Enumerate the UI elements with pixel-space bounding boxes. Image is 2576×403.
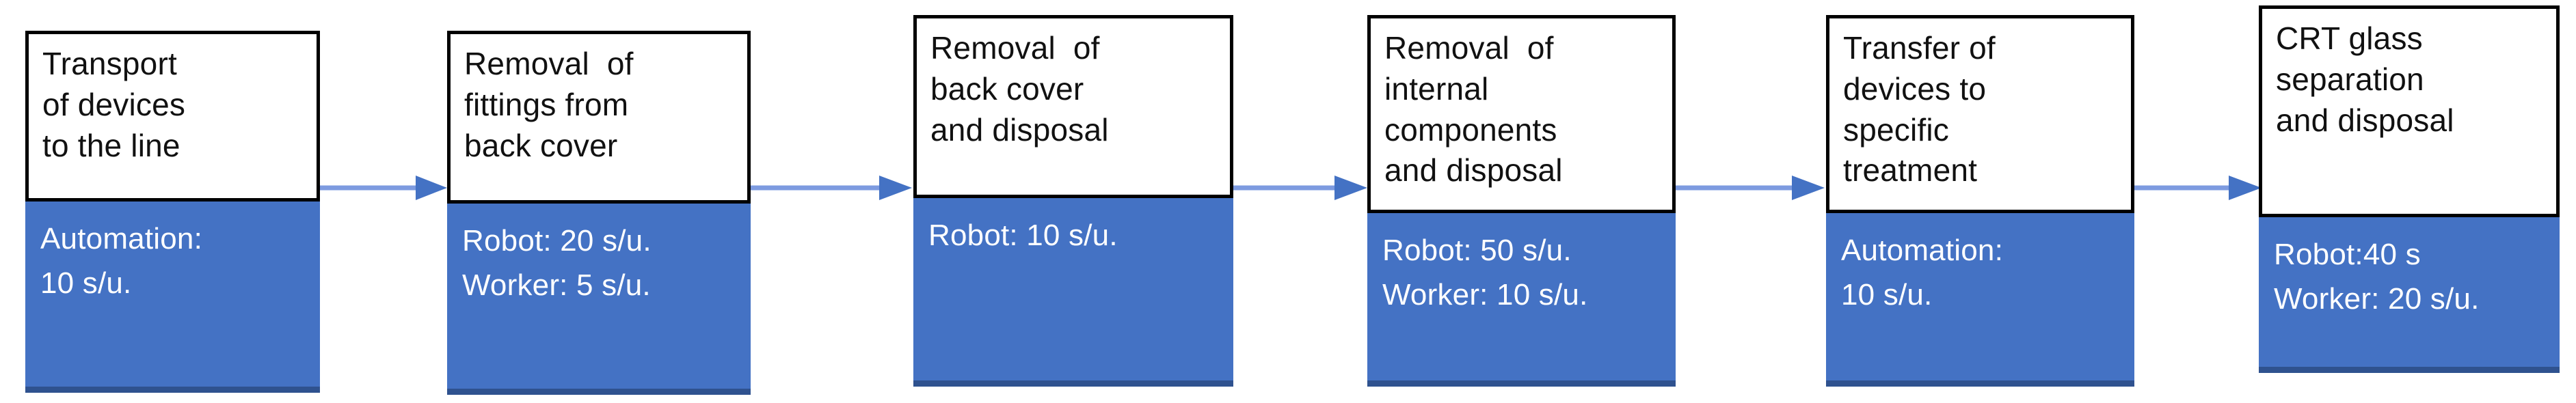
task-line: and disposal [930, 111, 1109, 148]
process-step-5-resources: Automation: 10 s/u. [1826, 213, 2134, 387]
process-step-3-task: Removal of back cover and disposal [913, 15, 1233, 198]
process-step-1[interactable]: Transport of devices to the line Automat… [25, 31, 320, 393]
task-line: components [1384, 111, 1557, 148]
process-step-1-resources: Automation: 10 s/u. [25, 202, 320, 393]
resource-line: Robot:40 s [2274, 238, 2421, 271]
resource-line: Automation: [40, 222, 203, 255]
process-step-2-resources: Robot: 20 s/u. Worker: 5 s/u. [447, 204, 751, 395]
process-step-1-task: Transport of devices to the line [25, 31, 320, 202]
process-step-2[interactable]: Removal of fittings from back cover Robo… [447, 31, 751, 395]
task-line: internal [1384, 70, 1489, 107]
resource-line: Robot: 50 s/u. [1382, 234, 1572, 267]
connector-arrow-2-3 [751, 174, 915, 202]
task-line: Removal of [930, 30, 1100, 66]
process-step-6-resources: Robot:40 s Worker: 20 s/u. [2259, 217, 2560, 373]
process-step-2-task: Removal of fittings from back cover [447, 31, 751, 204]
process-step-4[interactable]: Removal of internal components and dispo… [1367, 15, 1676, 387]
resource-line: Worker: 10 s/u. [1382, 278, 1588, 312]
process-step-3[interactable]: Removal of back cover and disposal Robot… [913, 15, 1233, 387]
task-line: and disposal [2276, 102, 2454, 138]
task-line: CRT glass [2276, 20, 2423, 56]
process-step-6[interactable]: CRT glass separation and disposal Robot:… [2259, 5, 2560, 373]
task-line: to the line [42, 127, 180, 163]
process-step-4-task: Removal of internal components and dispo… [1367, 15, 1676, 213]
task-line: fittings from [464, 86, 629, 122]
resource-line: 10 s/u. [40, 266, 132, 301]
resource-line: Robot: 10 s/u. [928, 219, 1118, 252]
resource-line: Robot: 20 s/u. [462, 224, 652, 258]
task-line: and disposal [1384, 152, 1563, 189]
task-line: of devices [42, 86, 186, 122]
resource-line: Automation: [1841, 234, 2004, 267]
process-step-5[interactable]: Transfer of devices to specific treatmen… [1826, 15, 2134, 387]
resource-line: Worker: 20 s/u. [2274, 282, 2480, 316]
connector-arrow-3-4 [1233, 174, 1370, 202]
task-line: Transport [42, 46, 177, 81]
task-line: separation [2276, 61, 2424, 97]
task-line: devices to [1843, 70, 1987, 107]
process-step-3-resources: Robot: 10 s/u. [913, 198, 1233, 387]
process-step-6-task: CRT glass separation and disposal [2259, 5, 2560, 217]
task-line: Transfer of [1843, 30, 1996, 66]
task-line: treatment [1843, 152, 1978, 189]
process-step-5-task: Transfer of devices to specific treatmen… [1826, 15, 2134, 213]
process-step-4-resources: Robot: 50 s/u. Worker: 10 s/u. [1367, 213, 1676, 387]
connector-arrow-5-6 [2134, 174, 2264, 202]
resource-line: 10 s/u. [1841, 278, 1933, 312]
task-line: back cover [464, 127, 618, 163]
connector-arrow-1-2 [320, 174, 450, 202]
task-line: specific [1843, 111, 1949, 148]
task-line: Removal of [464, 46, 634, 81]
task-line: Removal of [1384, 30, 1554, 66]
connector-arrow-4-5 [1676, 174, 1827, 202]
resource-line: Worker: 5 s/u. [462, 268, 651, 303]
task-line: back cover [930, 70, 1084, 107]
